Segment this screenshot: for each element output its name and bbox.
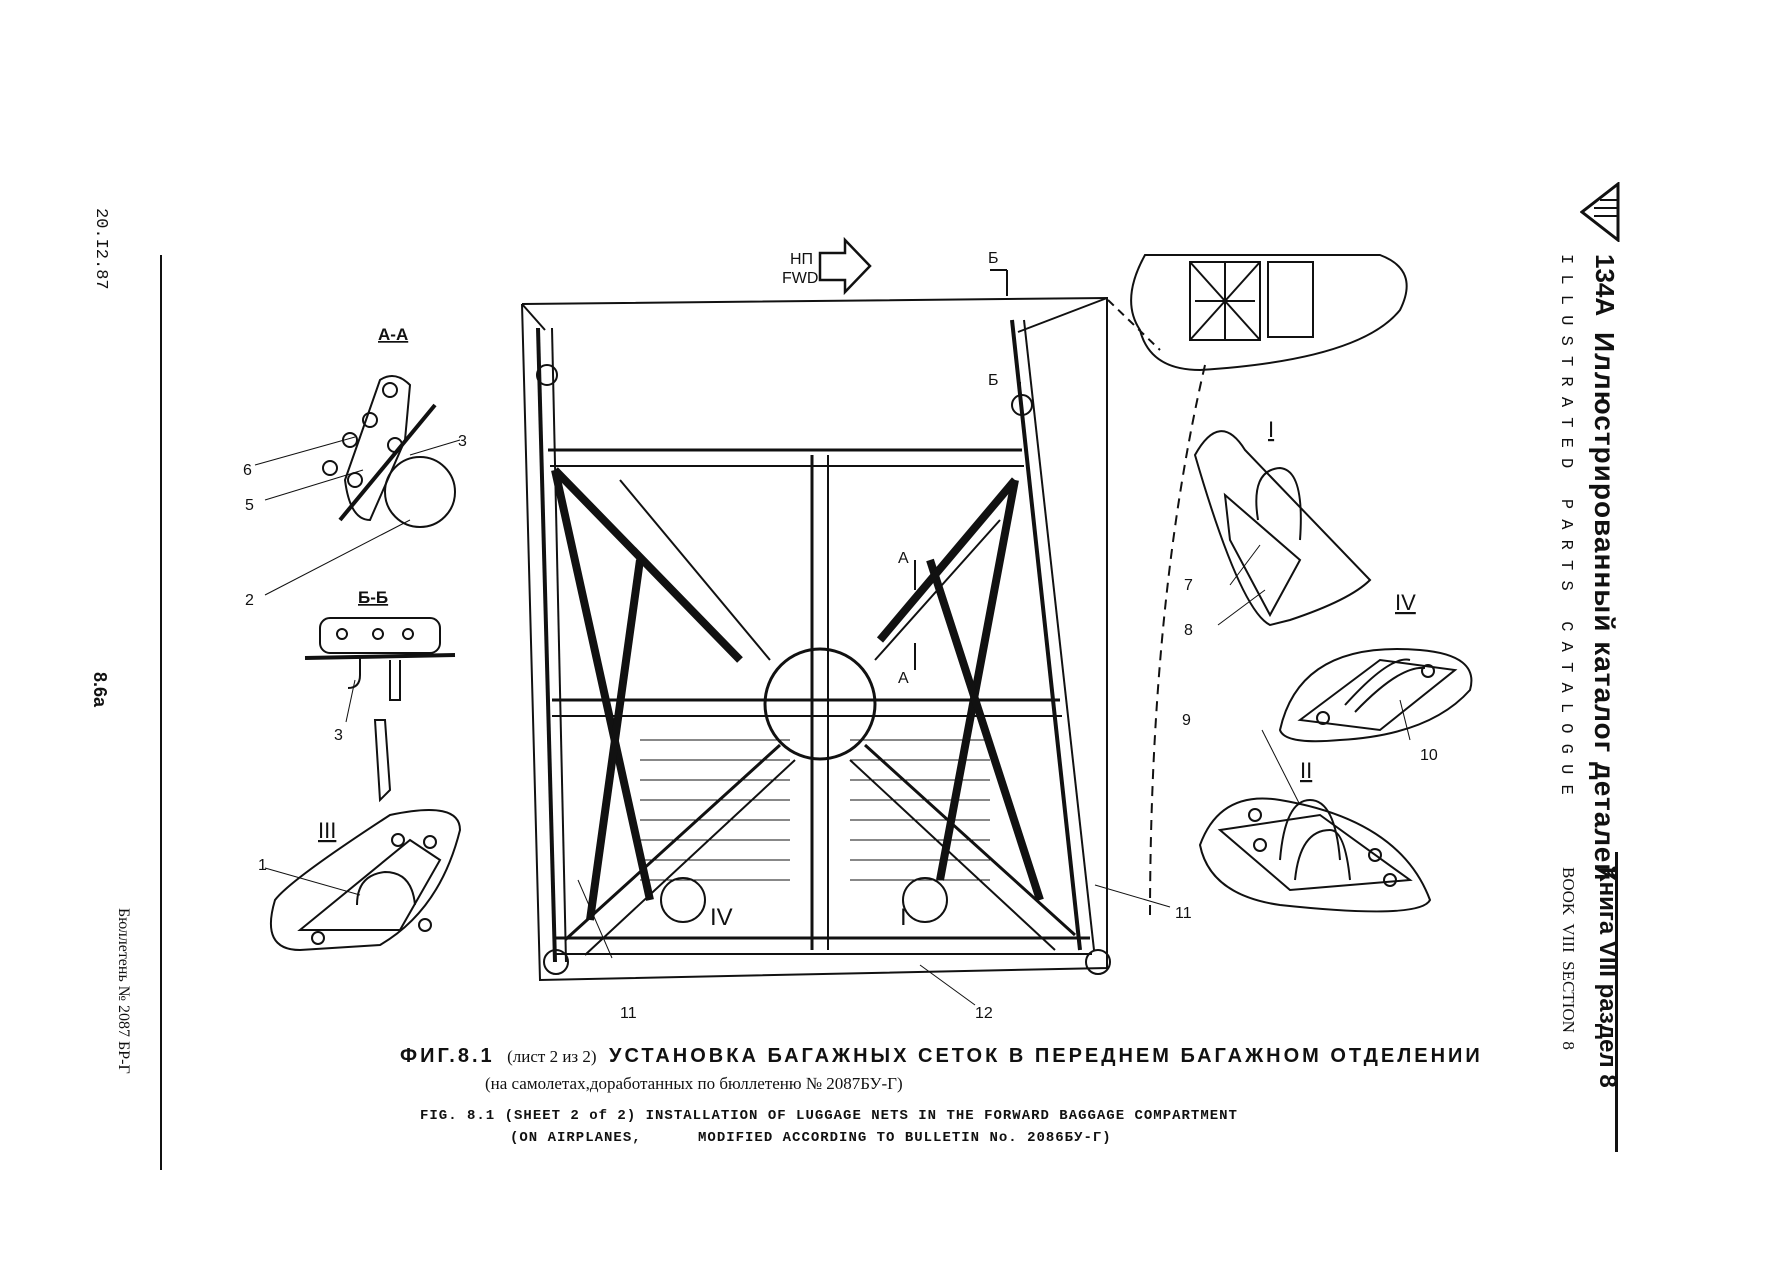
header-rule bbox=[1615, 852, 1618, 1152]
view-iv-main-label: IV bbox=[710, 904, 733, 931]
view-iv-label: IV bbox=[1395, 590, 1416, 615]
callout-1: 1 bbox=[258, 857, 267, 874]
callout-6: 6 bbox=[243, 462, 252, 479]
cut-a-top: А bbox=[898, 550, 909, 567]
margin-rule bbox=[160, 255, 162, 1170]
figure-caption: ФИГ.8.1 (лист 2 из 2) УСТАНОВКА БАГАЖНЫХ… bbox=[400, 1045, 1500, 1146]
caption-en-line2: (ON AIRPLANES, MODIFIED ACCORDING TO BUL… bbox=[510, 1130, 1112, 1146]
fwd-label-ru: НП bbox=[790, 251, 813, 268]
caption-ru-line1: ФИГ.8.1 (лист 2 из 2) УСТАНОВКА БАГАЖНЫХ… bbox=[400, 1045, 1500, 1068]
net-frame bbox=[521, 296, 1111, 982]
caption-sheet: (лист 2 из 2) bbox=[507, 1047, 597, 1066]
airplane-inset bbox=[1107, 254, 1408, 921]
callout-10: 10 bbox=[1420, 747, 1438, 764]
view-ii-detail bbox=[1198, 729, 1432, 913]
logo-triangle-icon bbox=[1579, 180, 1620, 244]
caption-en-line1: FIG. 8.1 (SHEET 2 of 2) INSTALLATION OF … bbox=[420, 1108, 1238, 1124]
callout-11-bottom: 11 bbox=[620, 1005, 637, 1022]
caption-title-ru: УСТАНОВКА БАГАЖНЫХ СЕТОК В ПЕРЕДНЕМ БАГА… bbox=[609, 1045, 1483, 1067]
view-i-label: I bbox=[1268, 417, 1274, 442]
logo bbox=[1575, 180, 1620, 244]
callout-3-a: 3 bbox=[458, 433, 467, 450]
section-bb-label: Б-Б bbox=[358, 588, 388, 607]
callout-11-right: 11 bbox=[1175, 905, 1192, 922]
view-i-detail bbox=[1193, 430, 1372, 627]
callout-3-b: 3 bbox=[334, 727, 343, 744]
callout-8: 8 bbox=[1184, 622, 1193, 639]
cut-a-bottom: А bbox=[898, 670, 909, 687]
callout-9: 9 bbox=[1182, 712, 1191, 729]
view-iii-label: III bbox=[318, 818, 336, 843]
section-aa-label: А-А bbox=[378, 325, 408, 344]
view-iii-detail bbox=[264, 809, 462, 952]
caption-ru-line2: (на самолетах,доработанных по бюллетеню … bbox=[485, 1074, 903, 1093]
cut-b-top: Б bbox=[988, 250, 999, 267]
callout-2: 2 bbox=[245, 592, 254, 609]
caption-fig-number: ФИГ.8.1 bbox=[400, 1045, 495, 1067]
fwd-arrow-icon bbox=[818, 236, 872, 296]
callout-5: 5 bbox=[245, 497, 254, 514]
view-ii-label: II bbox=[1300, 758, 1312, 783]
fwd-label-en: FWD bbox=[782, 270, 818, 287]
callout-7: 7 bbox=[1184, 577, 1193, 594]
section-aa-detail bbox=[254, 375, 461, 596]
cut-b-mid: Б bbox=[988, 372, 999, 389]
view-iv-detail bbox=[1278, 648, 1473, 743]
view-i-main-label: I bbox=[900, 904, 907, 931]
section-bb-detail bbox=[304, 617, 456, 803]
callout-12: 12 bbox=[975, 1005, 993, 1022]
